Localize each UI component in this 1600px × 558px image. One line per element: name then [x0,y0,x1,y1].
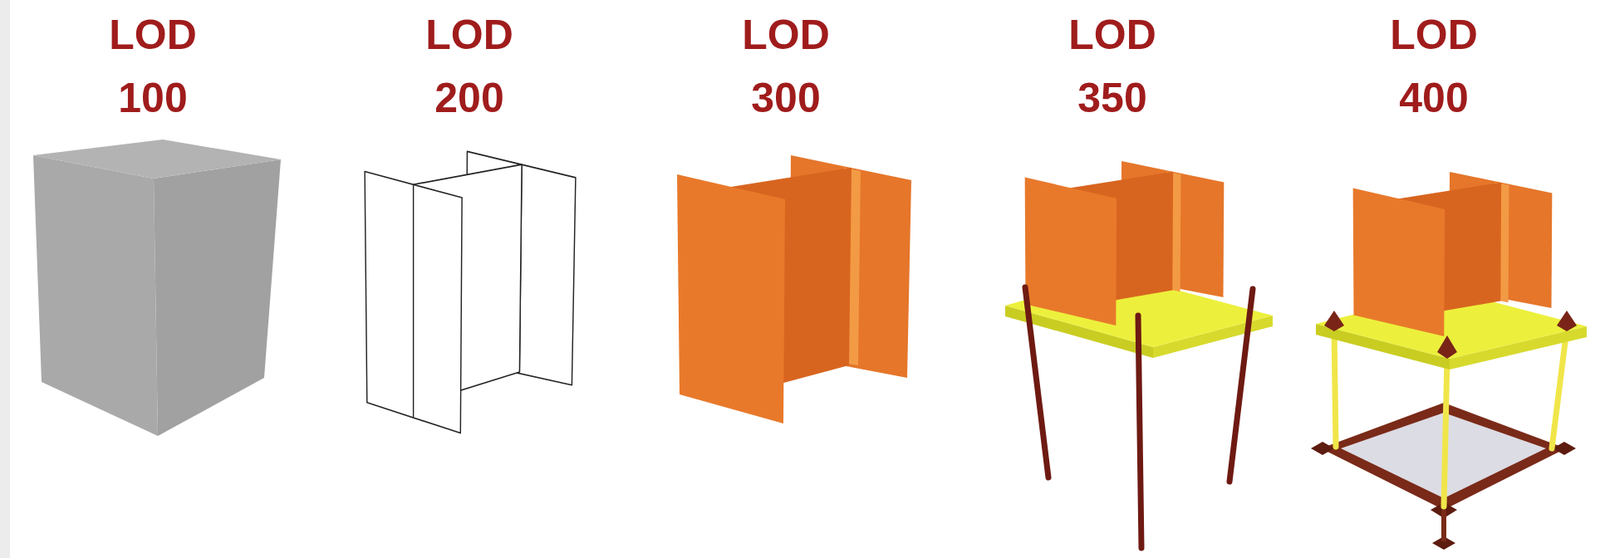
anchor-nut [1324,310,1345,332]
label-holder: LOD 300 [694,3,878,130]
label-holder: LOD 400 [1342,3,1526,130]
anchor-rod [1334,328,1336,447]
beam-base-assembly [1005,161,1273,549]
level-label: LOD 100 [86,3,220,130]
steel-beam [1353,171,1553,337]
corner-pad [1552,441,1576,456]
steel-beam [1025,161,1225,326]
wireframe-beam [364,151,576,433]
box-face [33,139,281,179]
level-label: LOD 300 [719,3,853,130]
box-face [153,159,281,437]
level-label: LOD 350 [1045,3,1179,130]
steel-beam [677,155,912,424]
anchor-rod [1229,289,1253,482]
box-face [33,155,158,437]
level-label: LOD 400 [1367,3,1501,130]
anchor-rod [1443,357,1448,507]
fabrication-assembly [1310,171,1587,550]
label-holder: LOD 100 [61,3,245,130]
anchor-stub [1441,510,1447,542]
label-holder: LOD 200 [377,3,561,130]
anchor-rod [1551,328,1567,449]
anchor-rod [1138,315,1142,549]
anchor-nut [1556,310,1577,332]
edge-strip [0,0,10,558]
mass-box [33,139,281,437]
anchor-rod [1025,287,1049,478]
anchor-nut [1437,335,1458,359]
corner-pad [1310,441,1335,456]
label-holder: LOD 350 [1020,3,1204,130]
level-label: LOD 200 [402,3,536,130]
